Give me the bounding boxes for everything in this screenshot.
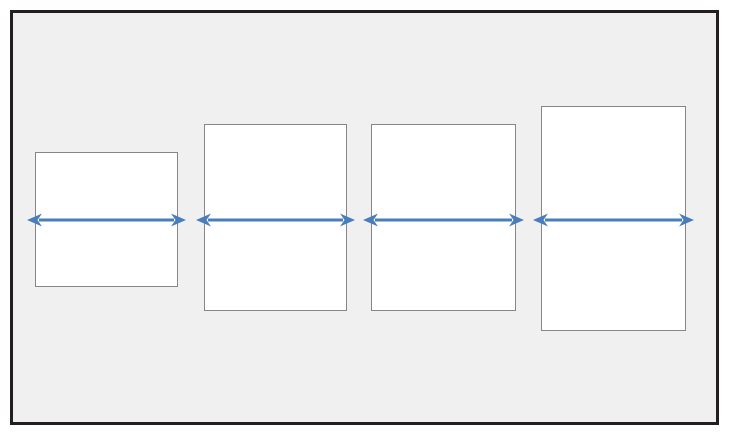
- measured-rectangle: [35, 152, 178, 287]
- measured-rectangle: [371, 124, 516, 311]
- outer-frame: [10, 10, 719, 425]
- drawing-field: [13, 13, 716, 422]
- measured-rectangle: [541, 106, 686, 331]
- measured-rectangle: [204, 124, 347, 311]
